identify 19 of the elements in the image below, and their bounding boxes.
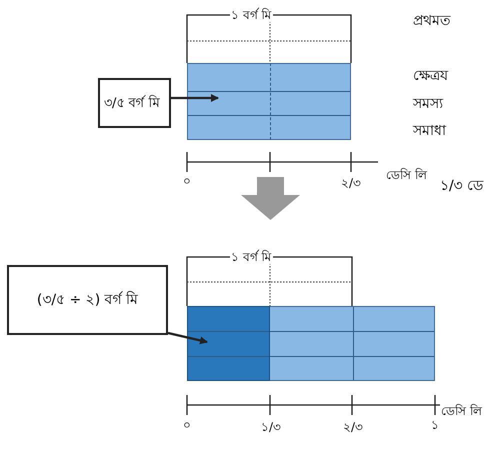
unit-label: ডেসি লি [440, 404, 483, 418]
dimension-label: ১ বর্গ মি [230, 250, 273, 264]
tick-label: ১ [430, 418, 440, 432]
tick-label: ২/৩ [340, 176, 362, 190]
arrow [171, 94, 219, 102]
text-fragment: সমস্য [413, 96, 443, 112]
text-fragment: সমাধা [413, 123, 446, 139]
dark-shaded-area [187, 306, 270, 381]
text-fragment: ক্ষেত্রয [413, 68, 448, 84]
callout-box: ৩/৫ বর্গ মি [98, 78, 171, 128]
text-fragment: ১/৩ ডে [440, 178, 484, 194]
dimension-label: ১ বর্গ মি [230, 8, 273, 22]
arrow [168, 332, 208, 344]
unit-label: ডেসি লি [385, 168, 428, 182]
tick-label: ১/৩ [260, 420, 282, 434]
callout-box: (৩/৫ ÷ ২) বর্গ মি [7, 265, 168, 335]
text-fragment: প্রথমত [413, 13, 451, 29]
shaded-area [187, 63, 351, 140]
tick-label: ২/৩ [342, 420, 364, 434]
